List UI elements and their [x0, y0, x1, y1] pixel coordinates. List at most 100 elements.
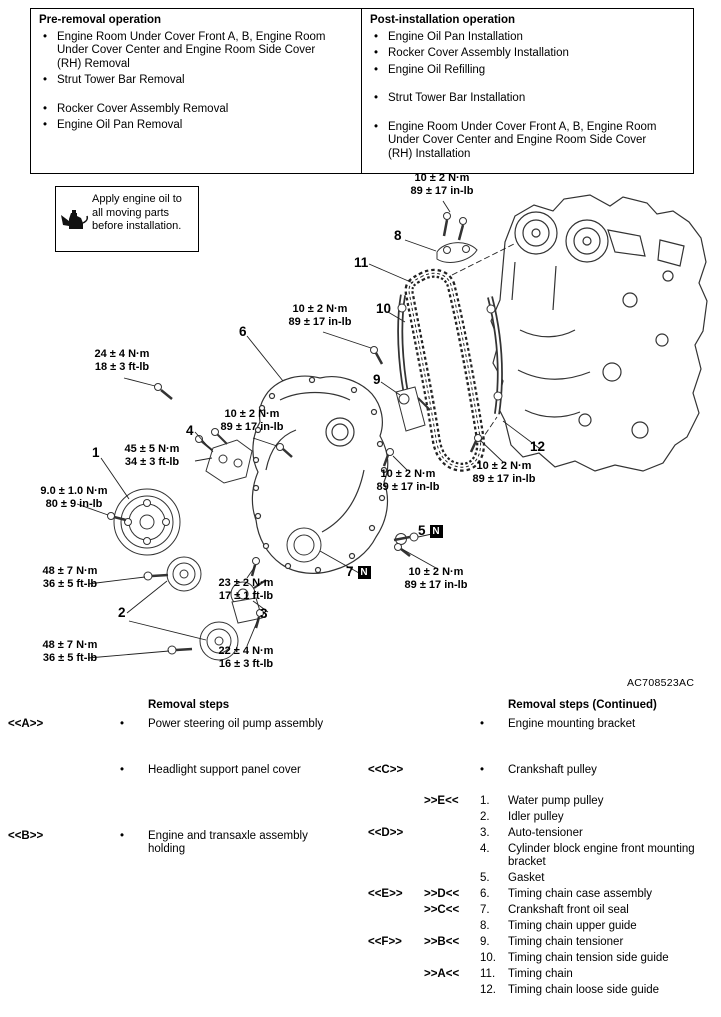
- step-row: <<D>> 3. Auto-tensioner: [368, 827, 703, 841]
- list-item: Rocker Cover Assembly Installation: [370, 47, 685, 61]
- procedure-marker: <<B>>: [8, 829, 44, 842]
- procedure-marker: [368, 952, 424, 966]
- water-pump-pulley: [166, 556, 202, 592]
- step-row: >>A<< 11. Timing chain: [368, 968, 703, 982]
- procedure-marker: [424, 952, 480, 966]
- step-row: 10. Timing chain tension side guide: [368, 952, 703, 966]
- step-number: 8.: [480, 920, 490, 932]
- step-number: 11.: [480, 968, 496, 980]
- step-row: <<C>> Crankshaft pulley: [368, 764, 703, 778]
- removal-steps-right: Removal steps (Continued) Engine mountin…: [368, 699, 703, 998]
- bullet: [480, 764, 508, 778]
- step-row: 12. Timing chain loose side guide: [368, 984, 703, 998]
- procedure-marker: [368, 984, 424, 998]
- procedure-marker: [368, 968, 424, 982]
- procedure-marker: >>A<<: [424, 968, 460, 980]
- step-text: Water pump pulley: [508, 794, 604, 807]
- removal-steps-left: Removal steps <<A>> Power steering oil p…: [8, 699, 338, 857]
- step-text: Timing chain tension side guide: [508, 952, 669, 964]
- step-row: Headlight support panel cover: [8, 764, 338, 778]
- operation-table: Pre-removal operation Engine Room Under …: [30, 8, 694, 174]
- part-callout-11: 11: [354, 255, 369, 270]
- procedure-marker: <<E>>: [368, 888, 403, 900]
- procedure-marker: [368, 920, 424, 934]
- step-text: Timing chain case assembly: [508, 888, 653, 900]
- auto-tensioner: [230, 579, 267, 624]
- bolts: [107, 212, 482, 655]
- procedure-marker: >>B<<: [424, 936, 460, 948]
- step-row: 8. Timing chain upper guide: [368, 920, 703, 934]
- step-row: 5. Gasket: [368, 872, 703, 886]
- procedure-marker: [8, 764, 120, 778]
- list-item: Engine Room Under Cover Front A, B, Engi…: [370, 121, 685, 162]
- pre-removal-cell: Pre-removal operation Engine Room Under …: [31, 9, 362, 173]
- procedure-marker: [368, 795, 424, 809]
- list-item: Engine Room Under Cover Front A, B, Engi…: [39, 31, 353, 72]
- engine-block: [490, 194, 708, 472]
- part-callout-1: 1: [92, 445, 100, 460]
- figure-code: AC708523AC: [627, 677, 695, 689]
- step-row: <<F>>>>B<< 9. Timing chain tensioner: [368, 936, 703, 950]
- list-item: Engine Oil Pan Installation: [370, 31, 685, 45]
- procedure-marker: [368, 843, 424, 870]
- step-row: <<E>>>>D<< 6. Timing chain case assembly: [368, 888, 703, 902]
- timing-chain-tensioner: [395, 386, 431, 432]
- pre-removal-header: Pre-removal operation: [39, 14, 162, 26]
- part-callout-3: 3: [260, 606, 268, 621]
- step-row: Engine mounting bracket: [368, 718, 703, 732]
- removal-steps-continued-header: Removal steps (Continued): [508, 699, 657, 711]
- step-row: >>C<< 7. Crankshaft front oil seal: [368, 904, 703, 918]
- step-text: Timing chain tensioner: [508, 936, 624, 948]
- step-row: 4. Cylinder block engine front mounting …: [368, 843, 703, 870]
- removal-steps-header: Removal steps: [148, 699, 230, 711]
- bullet: [120, 764, 148, 778]
- crankshaft-front-oil-seal: [286, 527, 322, 563]
- part-callout-4: 4: [186, 423, 194, 438]
- procedure-marker: >>E<<: [424, 794, 459, 807]
- procedure-marker: >>C<<: [424, 904, 460, 916]
- list-item: Engine Oil Pan Removal: [39, 119, 353, 133]
- step-text: Engine and transaxle assembly holding: [148, 829, 308, 856]
- timing-chain-case: [251, 375, 389, 574]
- chain-guide-loose: [486, 296, 503, 415]
- procedure-marker: [424, 872, 480, 886]
- part-callout-8: 8: [394, 228, 402, 243]
- list-item: Rocker Cover Assembly Removal: [39, 103, 353, 117]
- step-text: Timing chain: [508, 968, 573, 980]
- post-installation-header: Post-installation operation: [370, 14, 516, 26]
- step-text: Cylinder block engine front mounting bra…: [508, 842, 695, 869]
- post-installation-cell: Post-installation operation Engine Oil P…: [362, 9, 693, 173]
- step-text: Timing chain upper guide: [508, 920, 637, 932]
- bullet: [480, 718, 508, 732]
- step-number: 7.: [480, 904, 490, 916]
- procedure-marker: <<C>>: [368, 764, 404, 776]
- part-callout-6: 6: [239, 324, 247, 339]
- procedure-marker: [424, 827, 480, 841]
- part-callout-2: 2: [118, 605, 126, 620]
- oil-can-icon: [61, 210, 89, 229]
- procedure-marker: [424, 811, 480, 825]
- timing-chain-upper-guide: [436, 242, 478, 263]
- step-number: 4.: [480, 842, 490, 855]
- step-row: <<A>> Power steering oil pump assembly: [8, 718, 338, 732]
- step-text: Timing chain loose side guide: [508, 984, 660, 996]
- list-item: Strut Tower Bar Installation: [370, 92, 685, 106]
- procedure-marker: [368, 904, 424, 918]
- new-part-marker: N: [429, 524, 443, 538]
- note-box: Apply engine oil to all moving parts bef…: [55, 186, 199, 252]
- step-number: 12.: [480, 984, 496, 996]
- step-number: 10.: [480, 952, 496, 964]
- part-callout-10: 10: [376, 301, 392, 316]
- step-text: Headlight support panel cover: [148, 764, 301, 776]
- procedure-marker: <<A>>: [8, 717, 44, 730]
